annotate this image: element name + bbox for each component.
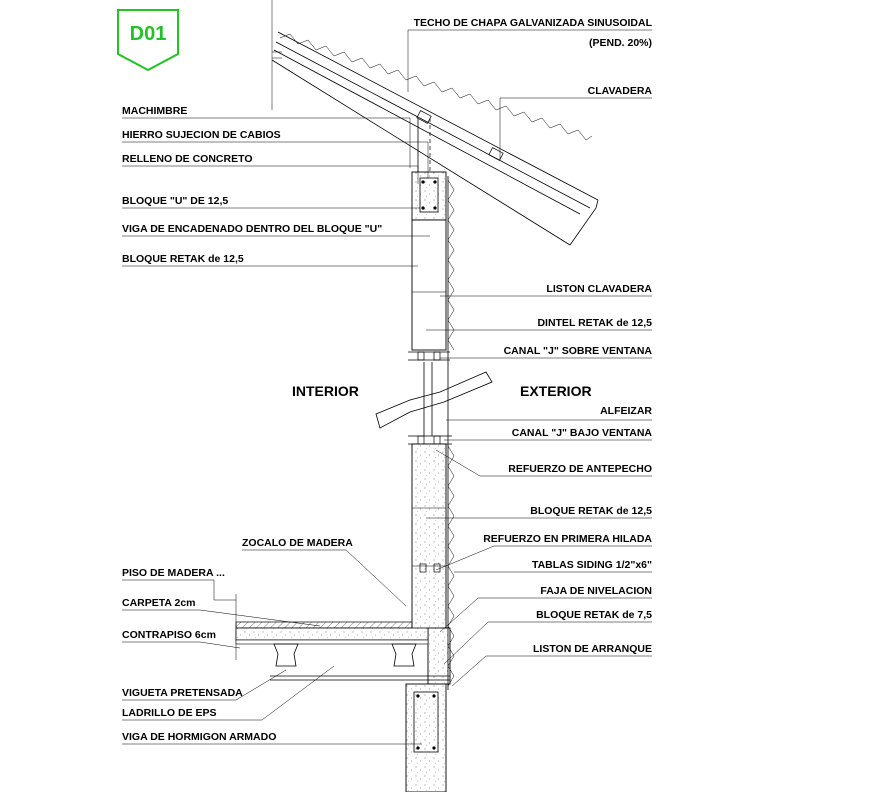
label-canal-j-sobre: CANAL "J" SOBRE VENTANA (504, 345, 653, 357)
roof-assembly (271, 31, 599, 246)
label-refuerzo-primera: REFUERZO EN PRIMERA HILADA (483, 533, 652, 545)
floor-assembly (235, 594, 450, 681)
zone-exterior: EXTERIOR (520, 383, 592, 399)
detail-badge: D01 (117, 9, 179, 72)
label-refuerzo-antepecho: REFUERZO DE ANTEPECHO (508, 463, 652, 475)
label-vigueta: VIGUETA PRETENSADA (122, 687, 243, 699)
right-annotations: TECHO DE CHAPA GALVANIZADA SINUSOIDAL (P… (414, 17, 653, 655)
zone-interior: INTERIOR (292, 383, 359, 399)
label-relleno-concreto: RELLENO DE CONCRETO (122, 153, 252, 165)
label-bloque-retak-lower: BLOQUE RETAK de 12,5 (530, 505, 652, 517)
label-piso-madera: PISO DE MADERA ... (122, 567, 225, 579)
left-annotations: MACHIMBRE HIERRO SUJECION DE CABIOS RELL… (122, 105, 382, 743)
label-liston-clavadera: LISTON CLAVADERA (546, 283, 652, 295)
detail-code: D01 (130, 23, 167, 45)
label-dintel-retak: DINTEL RETAK de 12,5 (537, 317, 652, 329)
label-machimbre: MACHIMBRE (122, 105, 187, 117)
label-ladrillo-eps: LADRILLO DE EPS (122, 707, 217, 719)
label-clavadera: CLAVADERA (588, 85, 653, 97)
label-viga-hormigon: VIGA DE HORMIGON ARMADO (122, 731, 276, 743)
concrete-beam (405, 683, 447, 792)
label-bloque-retak-75: BLOQUE RETAK de 7,5 (536, 609, 652, 621)
label-contrapiso: CONTRAPISO 6cm (122, 629, 216, 641)
label-faja-nivelacion: FAJA DE NIVELACION (540, 585, 652, 597)
label-hierro-sujecion: HIERRO SUJECION DE CABIOS (122, 129, 281, 141)
label-zocalo-madera: ZOCALO DE MADERA (242, 537, 353, 549)
label-tablas-siding: TABLAS SIDING 1/2"x6" (532, 559, 652, 571)
label-techo-chapa: TECHO DE CHAPA GALVANIZADA SINUSOIDAL (414, 17, 653, 29)
label-viga-encadenado: VIGA DE ENCADENADO DENTRO DEL BLOQUE "U" (122, 223, 382, 235)
label-alfeizar: ALFEIZAR (600, 405, 652, 417)
label-bloque-u: BLOQUE "U" DE 12,5 (122, 195, 228, 207)
label-carpeta: CARPETA 2cm (122, 597, 196, 609)
label-liston-arranque: LISTON DE ARRANQUE (533, 643, 652, 655)
label-pendiente: (PEND. 20%) (589, 37, 652, 49)
label-bloque-retak-upper: BLOQUE RETAK de 12,5 (122, 253, 244, 265)
label-canal-j-bajo: CANAL "J" BAJO VENTANA (512, 427, 653, 439)
wall-section (375, 171, 493, 690)
